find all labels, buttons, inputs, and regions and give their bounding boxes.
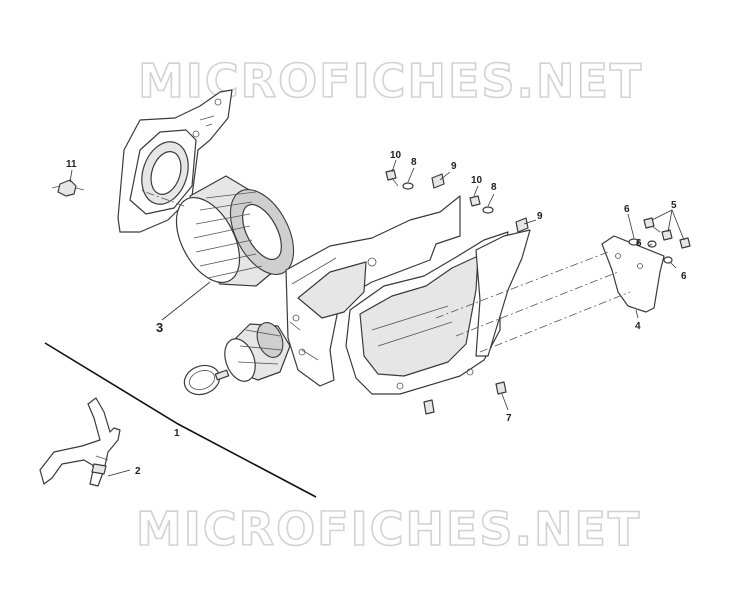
callout-9-upper: 9 <box>451 161 457 172</box>
callout-1: 1 <box>174 428 180 439</box>
assembly-line-4 <box>139 189 185 207</box>
callout-7: 7 <box>506 413 512 424</box>
callout-11: 11 <box>66 159 77 170</box>
part-airbox-housing <box>285 195 461 387</box>
callout-6-middle: 6 <box>636 238 642 249</box>
part-clip <box>51 179 85 197</box>
callout-10-upper: 10 <box>390 150 402 161</box>
callout-4: 4 <box>635 321 641 332</box>
assembly-line-3 <box>479 291 631 353</box>
assembly-line-1 <box>435 251 609 319</box>
part-intake-cover <box>117 89 233 233</box>
callout-5: 5 <box>671 200 677 211</box>
callout-10-lower: 10 <box>471 175 483 186</box>
callout-6-bottom: 6 <box>681 271 687 282</box>
part-hose-clamp <box>183 364 230 396</box>
part-air-filter <box>175 175 295 287</box>
callout-8-upper: 8 <box>411 157 417 168</box>
assembly-bracket <box>44 342 317 498</box>
part-airbox-cover <box>345 229 531 395</box>
watermark-bottom: MICROFICHES.NET <box>136 502 641 556</box>
callout-3: 3 <box>156 320 163 335</box>
part-breather-tube <box>39 397 121 487</box>
part-gasket-plate <box>601 235 665 313</box>
assembly-line-2 <box>455 271 619 337</box>
callout-8-lower: 8 <box>491 182 497 193</box>
part-elbow-connector <box>224 322 291 382</box>
callout-9-lower: 9 <box>537 211 543 222</box>
callout-2: 2 <box>135 466 141 477</box>
callout-6-top: 6 <box>624 204 630 215</box>
leader-lines <box>69 159 685 477</box>
hardware-bolts <box>385 169 691 415</box>
